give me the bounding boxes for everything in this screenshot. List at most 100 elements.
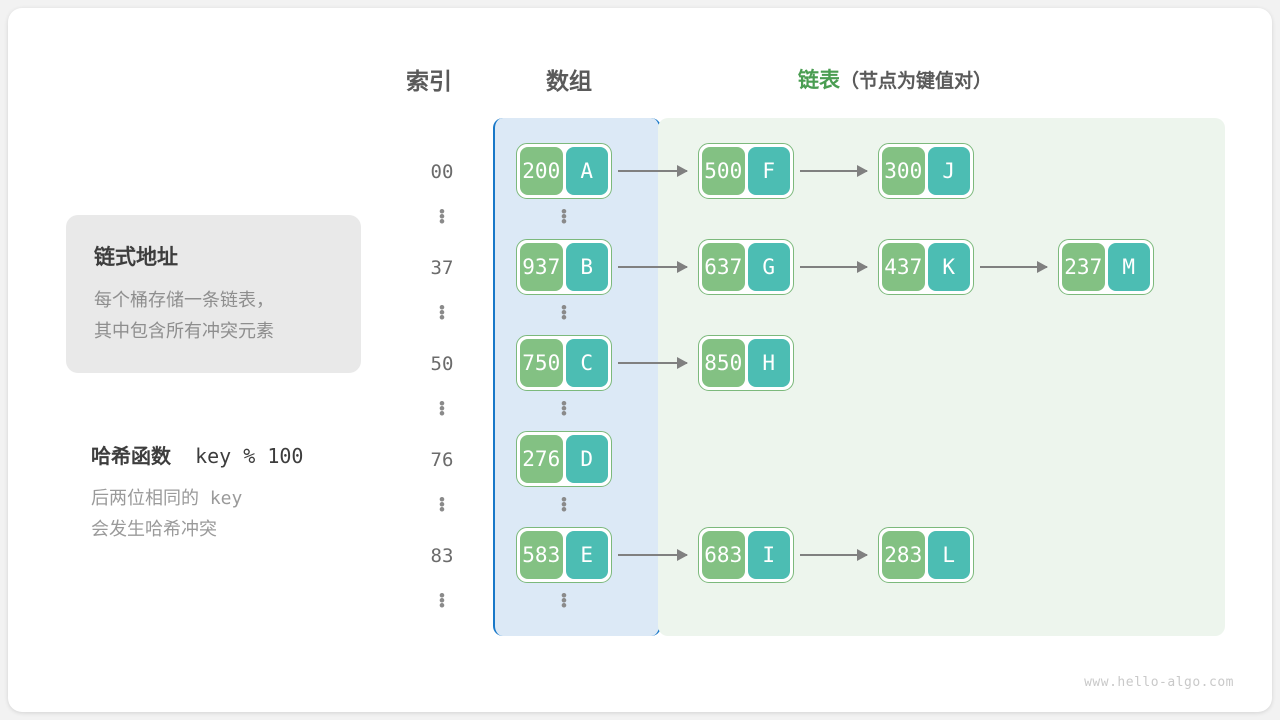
next-pointer-arrow [618,261,688,273]
next-pointer-arrow [800,165,868,177]
node-value: H [747,339,790,387]
ellipsis-dot: • [439,596,445,615]
ellipsis-dot: • [561,500,567,519]
node-value: I [747,531,790,579]
ellipsis-dot: • [561,399,567,418]
node-value: F [747,147,790,195]
node-key: 683 [702,531,745,579]
node-value: M [1107,243,1150,291]
node-key: 850 [702,339,745,387]
node-value: J [927,147,970,195]
ellipsis-dot: • [439,308,445,327]
node-value: E [565,531,608,579]
ellipsis-dot: • [439,500,445,519]
ellipsis-dot: • [439,586,445,605]
bucket-index-label: 76 [430,449,454,471]
next-pointer-arrow [618,549,688,561]
ellipsis-dot: • [439,212,445,231]
ellipsis-dot: • [561,298,567,317]
hash-function-expression: key % 100 [195,444,304,468]
ellipsis-dot: • [439,490,445,509]
ellipsis-dot: • [439,202,445,221]
info-card-title: 链式地址 [94,246,178,269]
bucket-index-label: 50 [430,353,454,375]
hash-function-title: 哈希函数 key % 100 [91,440,421,469]
column-header-linkedlist-sub: （节点为键值对） [840,71,993,92]
ellipsis-dot: • [561,308,567,327]
ellipsis-dot: • [561,212,567,231]
node-key: 437 [882,243,925,291]
array-ellipsis: ••• [536,394,592,423]
ellipsis-dot: • [561,303,567,322]
array-ellipsis: ••• [536,203,592,231]
node-value: A [565,147,608,195]
node-value: C [565,339,608,387]
node-key: 937 [520,243,563,291]
node-key: 637 [702,243,745,291]
ellipsis-dot: • [561,394,567,413]
index-ellipsis: ••• [414,586,470,615]
next-pointer-arrow [618,165,688,177]
ellipsis-dot: • [561,207,567,226]
node-value: B [565,243,608,291]
next-pointer-arrow [800,549,868,561]
ellipsis-dot: • [439,399,445,418]
array-ellipsis: ••• [536,298,592,327]
node-key: 200 [520,147,563,195]
node-key: 750 [520,339,563,387]
ellipsis-dot: • [561,591,567,610]
node-value: K [927,243,970,291]
ellipsis-dot: • [561,596,567,615]
ellipsis-dot: • [439,298,445,317]
ellipsis-dot: • [561,404,567,423]
next-pointer-arrow [800,261,868,273]
ellipsis-dot: • [561,586,567,605]
array-ellipsis: ••• [536,586,592,615]
column-header-linkedlist-strong: 链表 [798,69,840,92]
next-pointer-arrow [618,357,688,369]
index-ellipsis: ••• [414,490,470,519]
watermark: www.hello-algo.com [1084,675,1234,690]
node-key: 583 [520,531,563,579]
index-ellipsis: ••• [414,298,470,327]
node-value: D [565,435,608,483]
ellipsis-dot: • [439,303,445,322]
hash-function-label: 哈希函数 [91,446,171,468]
ellipsis-dot: • [561,490,567,509]
array-ellipsis: ••• [536,490,592,519]
hash-body-key: key [209,488,243,509]
bucket-index-label: 00 [430,161,454,183]
column-header-linkedlist: 链表（节点为键值对） [798,64,992,94]
node-value: G [747,243,790,291]
column-header-array: 数组 [546,68,592,94]
bucket-index-label: 83 [430,545,454,567]
bucket-index-label: 37 [430,257,454,279]
index-ellipsis: ••• [414,394,470,422]
node-key: 500 [702,147,745,195]
hash-body-line1: 后两位相同的 [91,488,199,508]
info-card: 链式地址 每个桶存储一条链表， 其中包含所有冲突元素 [66,215,361,373]
node-key: 276 [520,435,563,483]
node-key: 237 [1062,243,1105,291]
ellipsis-dot: • [439,394,445,413]
node-key: 283 [882,531,925,579]
column-header-index: 索引 [406,68,452,94]
